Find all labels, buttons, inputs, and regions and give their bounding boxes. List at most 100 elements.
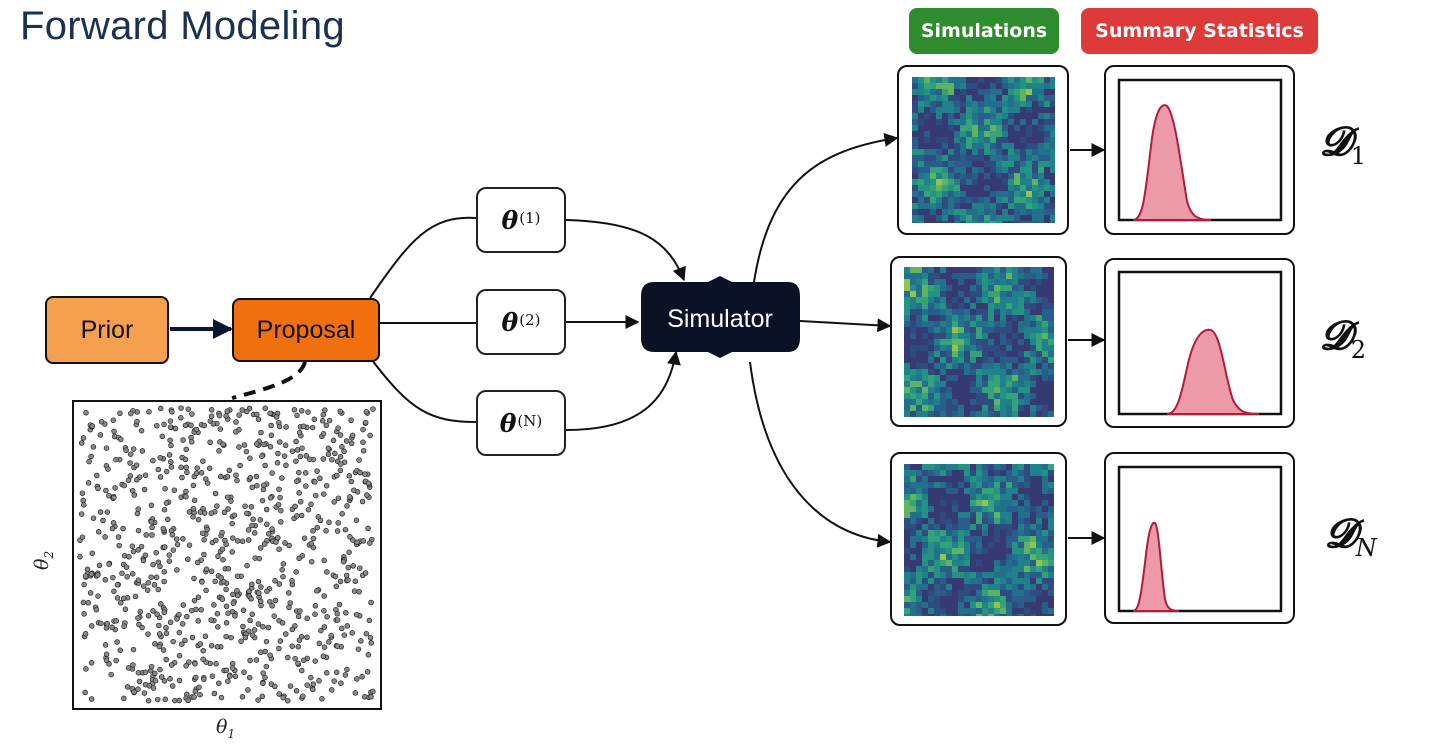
field-cell [988, 548, 994, 554]
scatter-point [135, 615, 141, 621]
field-cell [982, 363, 988, 369]
field-cell [928, 482, 934, 488]
scatter-point [361, 694, 368, 700]
field-cell [976, 381, 982, 387]
field-cell [990, 77, 996, 83]
field-cell [988, 596, 994, 602]
field-cell [984, 209, 990, 215]
field-cell [970, 596, 976, 602]
field-cell [970, 488, 976, 494]
field-cell [970, 279, 976, 285]
scatter-point [157, 666, 163, 673]
field-cell [1042, 470, 1048, 476]
field-cell [970, 566, 976, 572]
field-cell [1032, 191, 1038, 197]
scatter-point [250, 516, 256, 523]
field-cell [1000, 512, 1006, 518]
field-cell [1000, 327, 1006, 333]
scatter-point [146, 683, 153, 689]
field-cell [928, 297, 934, 303]
scatter-point [279, 475, 285, 481]
field-cell [912, 197, 918, 203]
field-cell [990, 173, 996, 179]
field-cell [916, 488, 922, 494]
field-cell [1036, 351, 1042, 357]
scatter-point [344, 503, 350, 509]
scatter-point [360, 447, 367, 454]
field-cell [940, 578, 946, 584]
field-cell [994, 596, 1000, 602]
field-cell [928, 548, 934, 554]
scatter-point [167, 424, 174, 430]
field-cell [982, 375, 988, 381]
scatter-point [214, 503, 220, 509]
field-cell [970, 387, 976, 393]
field-cell [1024, 351, 1030, 357]
field-cell [1026, 179, 1032, 185]
field-cell [930, 83, 936, 89]
scatter-point [191, 597, 198, 604]
field-cell [966, 203, 972, 209]
field-cell [1048, 273, 1054, 279]
field-cell [1042, 393, 1048, 399]
scatter-point [333, 583, 340, 590]
field-cell [994, 482, 1000, 488]
field-cell [1006, 482, 1012, 488]
field-cell [958, 381, 964, 387]
field-cell [930, 179, 936, 185]
field-cell [964, 315, 970, 321]
field-cell [984, 155, 990, 161]
field-cell [1000, 464, 1006, 470]
field-cell [966, 155, 972, 161]
field-cell [910, 554, 916, 560]
field-cell [1006, 530, 1012, 536]
field-cell [982, 351, 988, 357]
field-cell [910, 494, 916, 500]
field-cell [942, 209, 948, 215]
field-cell [976, 315, 982, 321]
field-cell [1012, 494, 1018, 500]
field-cell [994, 566, 1000, 572]
field-cell [1036, 339, 1042, 345]
field-cell [1048, 512, 1054, 518]
scatter-point [310, 535, 317, 542]
field-cell [952, 309, 958, 315]
field-cell [1024, 494, 1030, 500]
field-cell [910, 291, 916, 297]
field-cell [1036, 614, 1042, 616]
scatter-point [182, 637, 188, 644]
field-cell [994, 321, 1000, 327]
field-cell [946, 476, 952, 482]
field-cell [1032, 149, 1038, 155]
field-cell [990, 119, 996, 125]
field-cell [1012, 524, 1018, 530]
field-cell [1006, 363, 1012, 369]
scatter-point [197, 691, 203, 698]
field-cell [934, 297, 940, 303]
field-cell [1020, 143, 1026, 149]
field-cell [922, 351, 928, 357]
field-cell [1036, 584, 1042, 590]
field-cell [960, 179, 966, 185]
field-cell [940, 608, 946, 614]
theta-1-node: θ(1) [476, 187, 566, 253]
scatter-point [200, 647, 206, 654]
field-cell [1012, 608, 1018, 614]
field-cell [1018, 351, 1024, 357]
field-cell [1038, 197, 1044, 203]
field-cell [934, 596, 940, 602]
field-cell [930, 209, 936, 215]
field-cell [942, 77, 948, 83]
field-cell [1024, 309, 1030, 315]
scatter-point [334, 472, 340, 479]
field-cell [958, 267, 964, 273]
field-cell [978, 173, 984, 179]
field-cell [1008, 83, 1014, 89]
field-cell [1038, 173, 1044, 179]
field-cell [970, 608, 976, 614]
field-cell [928, 405, 934, 411]
field-cell [1036, 285, 1042, 291]
scatter-point [185, 406, 192, 412]
field-cell [946, 500, 952, 506]
scatter-point [180, 536, 186, 542]
